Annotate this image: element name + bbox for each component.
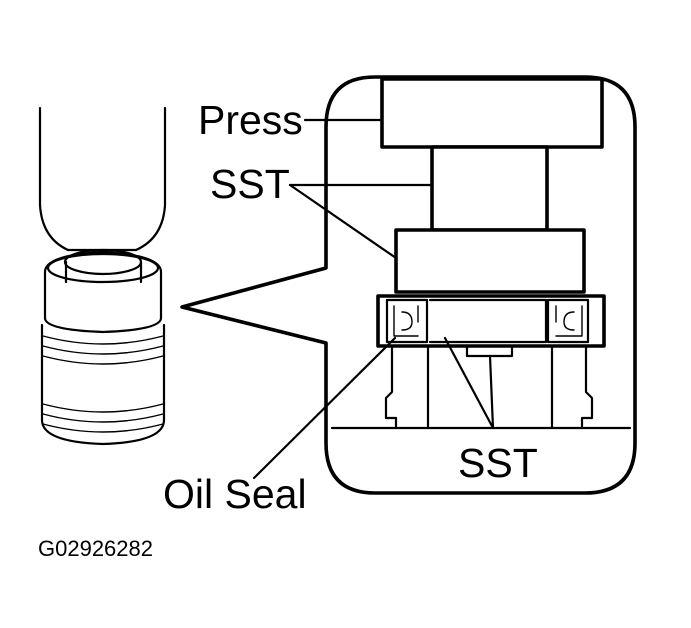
thread-2 xyxy=(42,345,164,355)
thread-5 xyxy=(42,413,164,423)
figure-code: G02926282 xyxy=(38,536,153,561)
seal-right xyxy=(546,298,590,344)
seal-right-lip xyxy=(555,305,583,337)
body-left-wall xyxy=(384,344,430,430)
thread-3 xyxy=(42,355,164,365)
sst-driver-plate xyxy=(394,228,586,294)
thread-4 xyxy=(42,403,164,413)
seal-housing xyxy=(376,294,606,348)
thread-6 xyxy=(42,423,164,433)
leader-sst-bottom-right xyxy=(488,354,495,430)
seal-left-lip xyxy=(393,305,419,337)
callout-detail xyxy=(330,77,632,430)
thread-1 xyxy=(42,335,164,345)
leader-sst-bottom-left xyxy=(443,336,495,430)
seal-bore xyxy=(428,298,548,344)
collar-top-face xyxy=(46,252,160,284)
threaded-body xyxy=(40,323,166,446)
shaft-assembly xyxy=(38,106,167,446)
label-press: Press xyxy=(198,97,303,143)
neck-ring xyxy=(63,248,143,276)
collar-upper xyxy=(43,250,163,334)
shaft-body xyxy=(38,106,167,252)
label-oil-seal: Oil Seal xyxy=(163,471,307,517)
leader-oil-seal xyxy=(252,336,397,480)
body-right-wall xyxy=(550,344,594,430)
label-sst-top: SST xyxy=(210,161,290,207)
seal-left xyxy=(385,298,429,344)
sst-stem xyxy=(430,145,549,232)
press-block xyxy=(380,77,604,149)
leader-sst-plate xyxy=(288,183,398,260)
leader-lines xyxy=(252,118,495,480)
label-sst-bottom: SST xyxy=(458,440,538,486)
